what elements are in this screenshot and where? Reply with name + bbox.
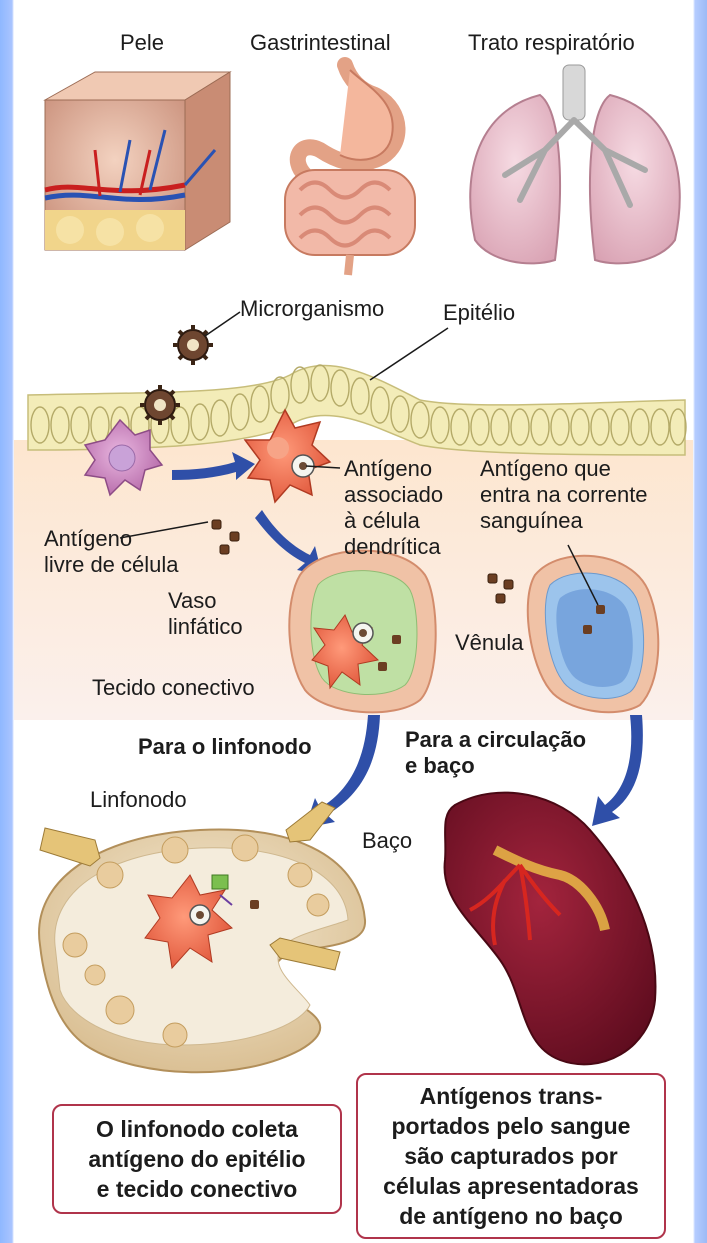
spleen-illustration [445,793,656,1065]
label-lymph-vessel: Vaso linfático [168,588,243,640]
label-to-circulation: Para a circulação e baço [405,727,586,779]
organ-label-gi: Gastrintestinal [250,30,391,56]
gi-illustration [285,65,415,275]
summary-box-lymph-node: O linfonodo coleta antígeno do epitélio … [52,1104,342,1214]
label-blood-antigen: Antígeno que entra na corrente sanguínea [480,456,648,534]
label-connective-tissue: Tecido conectivo [92,675,255,701]
organ-label-skin: Pele [120,30,164,56]
skin-illustration [45,72,230,250]
label-microorganism: Microrganismo [240,296,384,322]
label-to-lymph-node: Para o linfonodo [138,734,312,760]
lymph-node-illustration [39,802,365,1072]
label-dc-antigen: Antígeno associado à célula dendrítica [344,456,443,560]
lungs-illustration [470,65,680,263]
microorganism-2 [140,385,180,425]
label-lymph-node: Linfonodo [90,787,187,813]
summary-box-spleen: Antígenos trans- portados pelo sangue sã… [356,1073,666,1239]
label-venule: Vênula [455,630,524,656]
label-free-antigen: Antígeno livre de célula [44,526,179,578]
lymphatic-vessel [289,551,435,713]
organ-label-respiratory: Trato respiratório [468,30,635,56]
label-spleen: Baço [362,828,412,854]
microorganism-1 [173,325,213,365]
label-epithelium: Epitélio [443,300,515,326]
